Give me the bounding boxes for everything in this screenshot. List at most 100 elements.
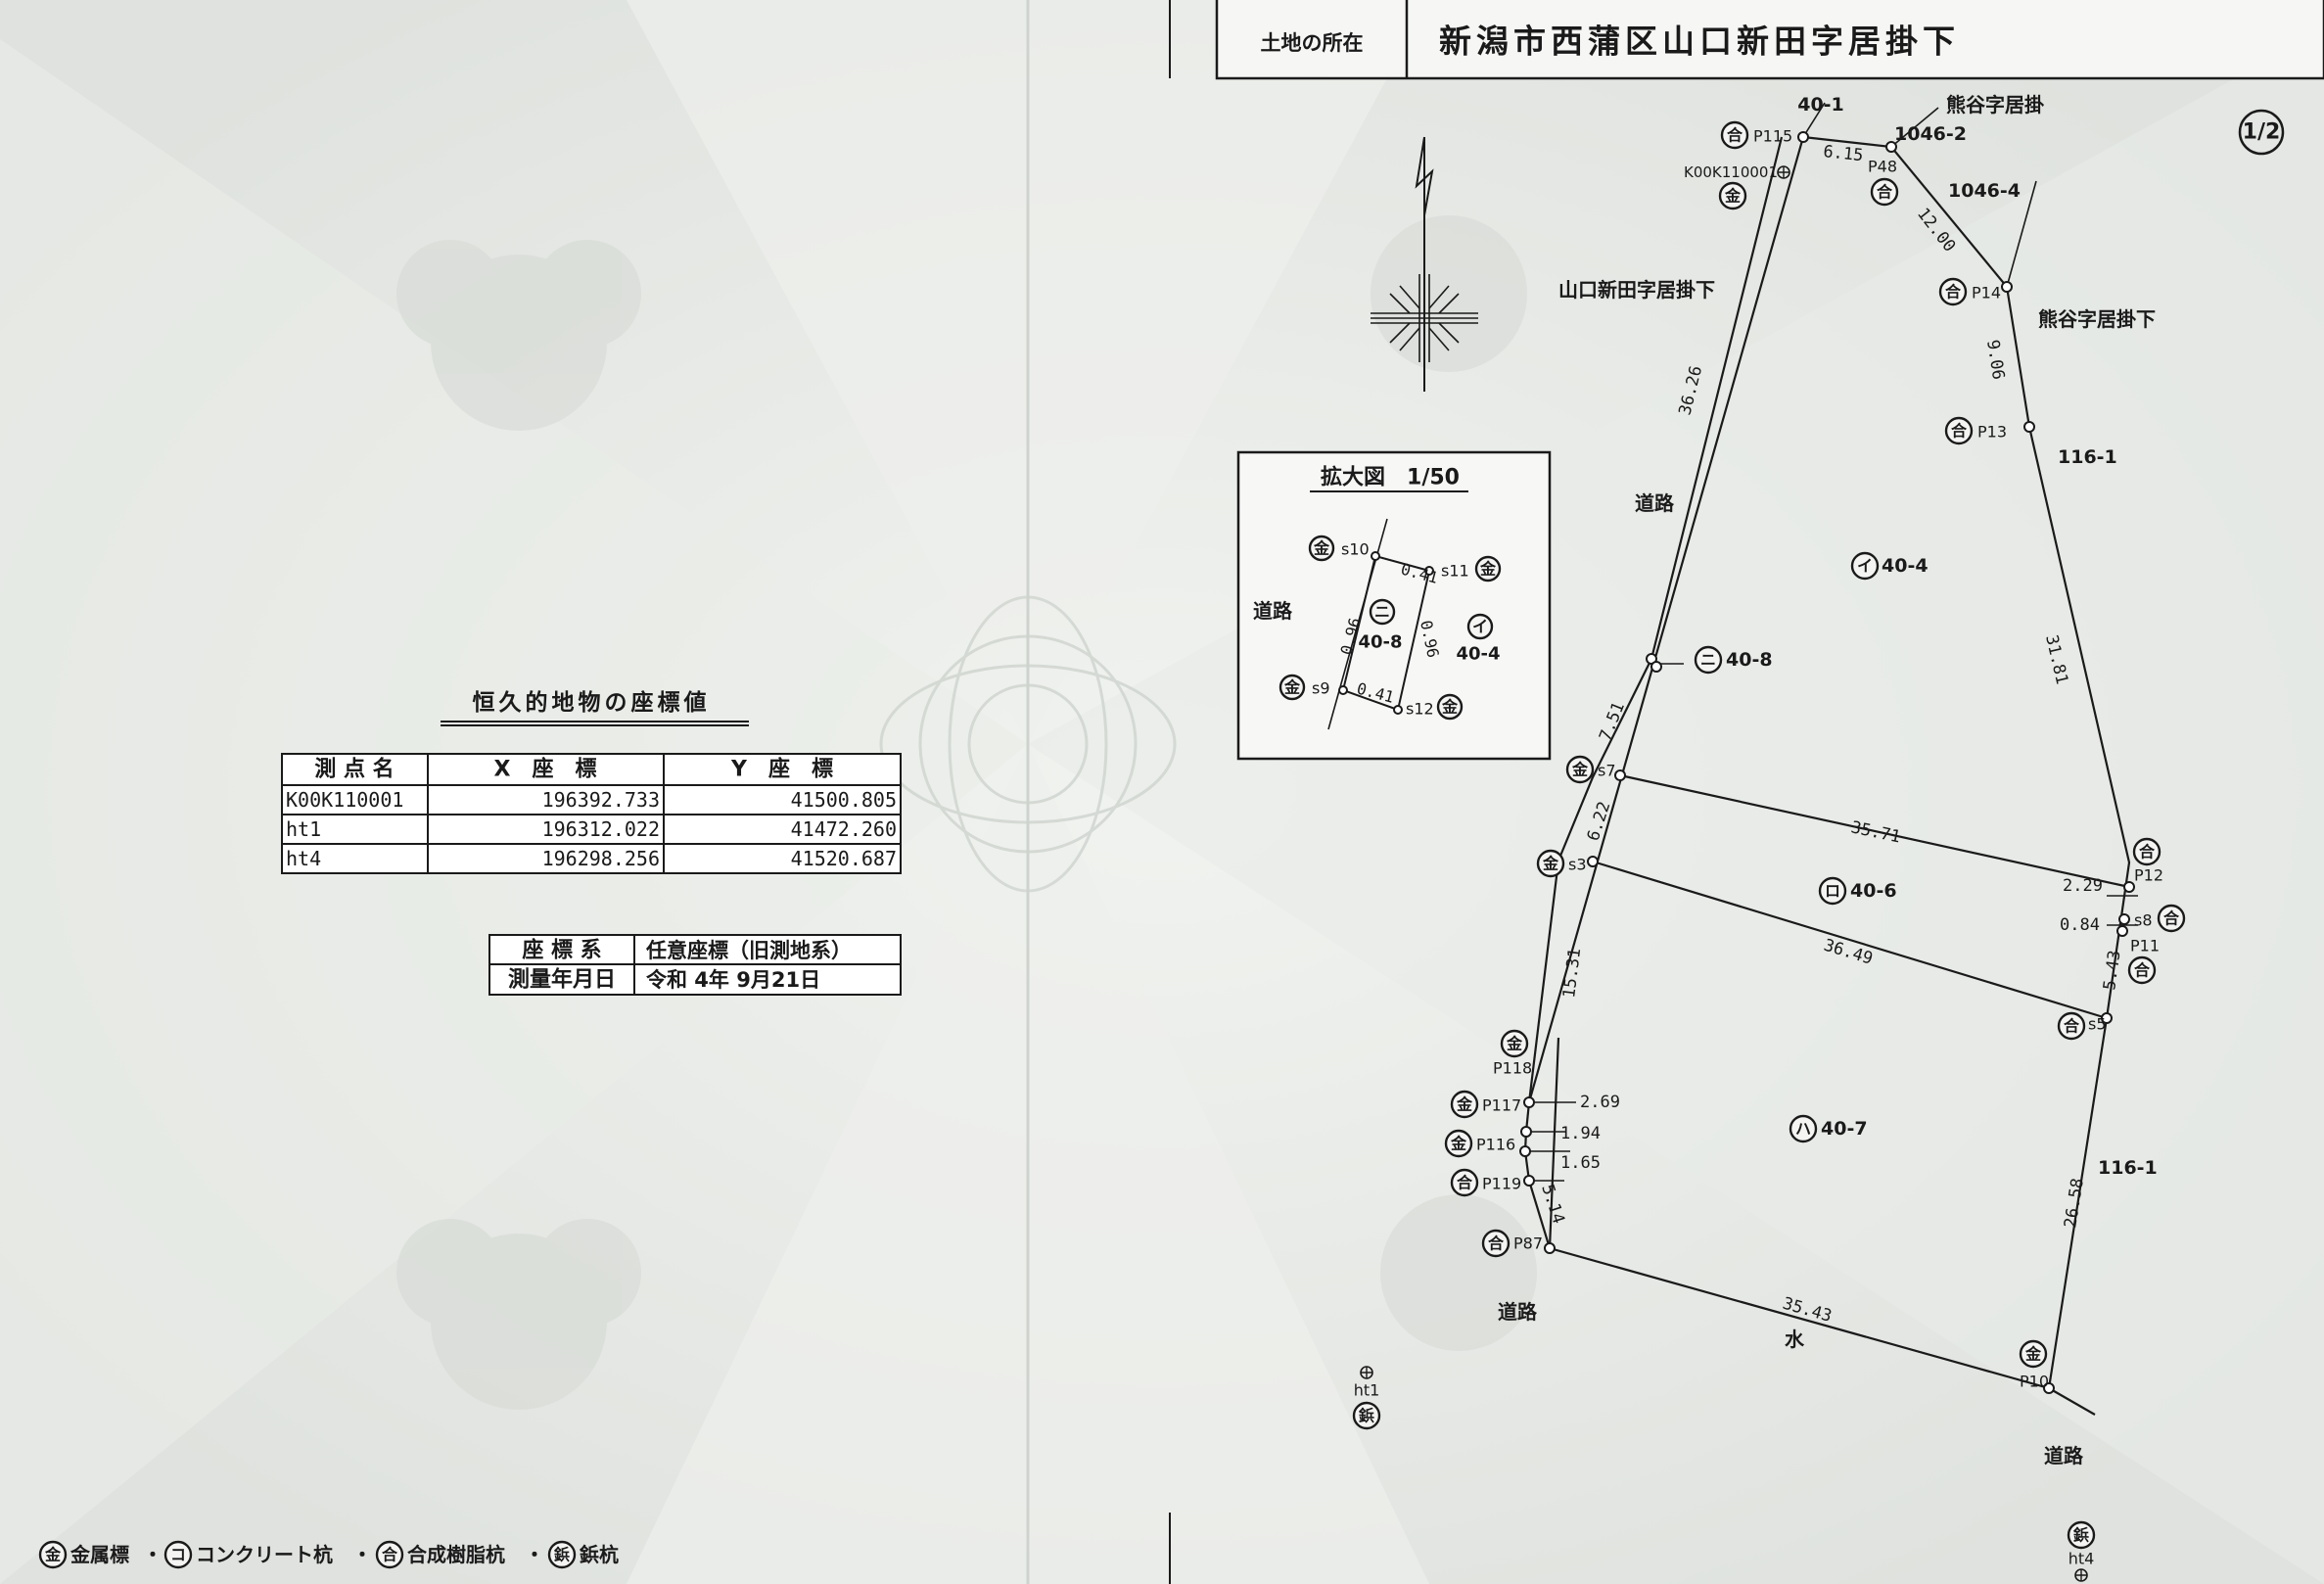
parcel-labels: イ 40-4 ロ 40-6 ハ 40-7 ニ 40-8 (1694, 551, 1929, 1143)
inset-point-s10-marker: 金 (1313, 539, 1330, 558)
point-s8: s8 合 (2118, 904, 2186, 933)
distance-p115-p48: 6.15 (1822, 142, 1864, 165)
table-row: ht1 196312.022 41472.260 (286, 817, 897, 841)
coordinate-system-value: 任意座標（旧測地系） (645, 939, 852, 962)
parcel-40-8: ニ 40-8 (1694, 645, 1773, 675)
point-P10-label: P10 (2020, 1373, 2049, 1391)
point-P14-marker: 合 (1945, 283, 1962, 302)
point-P13: 合 P13 (1944, 416, 2035, 445)
plan-points: 合 P115 P48 合 合 P14 合 P13 合 P12 (1444, 120, 2186, 1394)
point-P117-marker: 金 (1456, 1095, 1473, 1114)
table-cell: 196392.733 (542, 788, 660, 812)
table-row: ht4 196298.256 41520.687 (286, 847, 897, 870)
page-number-text: 1/2 (2243, 120, 2281, 145)
point-s5: 合 s5 (2057, 1011, 2113, 1041)
point-P48: P48 合 (1868, 141, 1899, 207)
point-P48-marker: 合 (1877, 183, 1893, 202)
table-cell: ht1 (286, 817, 321, 841)
label-kumagaya-right: 熊谷字居掛下 (2038, 307, 2156, 331)
column-header-y: Y 座 標 (730, 757, 833, 782)
table-cell: K00K110001 (286, 788, 403, 812)
parcel-40-8-label: 40-8 (1726, 649, 1773, 671)
legend-item-rivet-mark: 鋲 (554, 1546, 570, 1564)
survey-date-label: 測量年月日 (508, 967, 616, 993)
parcel-40-4-mark: イ (1857, 557, 1873, 576)
legend-item-metal-mark: 金 (44, 1546, 62, 1564)
parcel-40-7-mark: ハ (1795, 1120, 1811, 1139)
label-water: 水 (1785, 1328, 1805, 1351)
coordinate-system-label: 座 標 系 (522, 938, 601, 963)
point-P11-marker: 合 (2134, 961, 2151, 980)
legend-item-concrete-mark: コ (170, 1546, 186, 1564)
neighbor-parcel-116-1-lower: 116-1 (2098, 1157, 2158, 1179)
page-number: 1/2 (2238, 109, 2285, 156)
point-P10: 金 P10 (2019, 1339, 2055, 1394)
point-P115: 合 P115 (1720, 120, 1809, 150)
parcel-40-4: イ 40-4 (1850, 551, 1929, 581)
neighbor-parcel-116-1-upper: 116-1 (2058, 446, 2117, 468)
inset-point-s11-label: s11 (1441, 562, 1469, 581)
table-cell: ht4 (286, 847, 321, 870)
point-P118-marker: 金 (1506, 1035, 1523, 1053)
point-P119: 合 P119 (1450, 1168, 1535, 1197)
location-label: 土地の所在 (1261, 31, 1364, 55)
point-P116: 金 P116 (1444, 1129, 1531, 1158)
point-P48-label: P48 (1868, 158, 1897, 176)
svg-text:・: ・ (525, 1543, 544, 1566)
legend-item-metal-label: 金属標 (70, 1543, 129, 1566)
point-P11-label: P11 (2130, 937, 2160, 955)
inset-point-s9: 金 s9 (1278, 674, 1348, 701)
table-cell: 41472.260 (791, 817, 897, 841)
point-s5-marker: 合 (2064, 1017, 2080, 1036)
inset-point-s9-marker: 金 (1283, 678, 1301, 697)
point-s7-marker: 金 (1571, 761, 1589, 779)
location-header: 土地の所在 新潟市西蒲区山口新田字居掛下 (1215, 0, 2324, 80)
inset-point-s11-marker: 金 (1479, 560, 1497, 579)
point-s5-label: s5 (2088, 1015, 2107, 1034)
point-P10-marker: 金 (2024, 1345, 2042, 1364)
location-value: 新潟市西蒲区山口新田字居掛下 (1439, 23, 1960, 61)
label-kumagaya-top: 熊谷字居掛 (1946, 93, 2044, 116)
benchmark-K00K110001-marker: 金 (1724, 187, 1742, 206)
distance-p12-s8: 2.29 (2063, 876, 2103, 896)
inset-point-s11: s11 金 (1424, 555, 1502, 582)
point-s8-label: s8 (2134, 911, 2153, 930)
inset-point-s12: s12 金 (1393, 693, 1464, 721)
north-arrow-icon (1371, 136, 1478, 392)
inset-point-s10: 金 s10 (1308, 535, 1380, 562)
point-P119-label: P119 (1482, 1175, 1521, 1193)
parcel-40-6-label: 40-6 (1850, 880, 1897, 902)
parcel-40-6: ロ 40-6 (1818, 876, 1897, 906)
point-P118-label: P118 (1493, 1059, 1532, 1078)
point-P87-marker: 合 (1488, 1235, 1505, 1253)
label-road-left-lower: 道路 (1498, 1300, 1538, 1324)
legend-item-metal: 金 金属標 (38, 1540, 129, 1569)
point-P11: P11 合 (2116, 925, 2160, 985)
neighbor-parcel-40-1: 40-1 (1797, 94, 1844, 116)
legend-item-concrete-label: コンクリート杭 (196, 1543, 333, 1566)
benchmark-ht4-label: ht4 (2068, 1550, 2095, 1568)
inset-parcel-label: 40-8 (1358, 632, 1402, 653)
benchmarks: K00K110001 金 ht1 鋲 鋲 ht4 (1352, 163, 2096, 1582)
distance-p117-p116: 1.94 (1560, 1124, 1601, 1143)
survey-date-value: 令和 4年 9月21日 (646, 968, 820, 992)
point-P118: 金 P118 (1493, 1029, 1535, 1108)
coordinate-table: 恒久的地物の座標値 測 点 名 X 座 標 Y 座 標 K00K110001 1… (281, 689, 902, 874)
label-road-bottom: 道路 (2044, 1444, 2084, 1468)
distance-p118-p117: 2.69 (1580, 1093, 1620, 1112)
parcel-40-4-label: 40-4 (1882, 555, 1929, 577)
inset-point-s12-marker: 金 (1441, 698, 1459, 717)
point-P115-marker: 合 (1727, 126, 1743, 145)
table-row: K00K110001 196392.733 41500.805 (286, 788, 897, 812)
inset-point-s12-label: s12 (1406, 700, 1434, 719)
column-header-point: 測 点 名 (314, 757, 394, 782)
parcel-40-7: ハ 40-7 (1789, 1114, 1868, 1143)
point-s3-label: s3 (1568, 856, 1587, 874)
table-cell: 41520.687 (791, 847, 897, 870)
label-yamaguchi: 山口新田字居掛下 (1558, 278, 1715, 302)
neighbor-parcel-1046-2: 1046-2 (1894, 123, 1967, 145)
parcel-40-7-label: 40-7 (1821, 1118, 1868, 1140)
benchmark-ht1-marker: 鋲 (1359, 1407, 1374, 1425)
point-P14: 合 P14 (1938, 277, 2013, 306)
parcel-40-6-mark: ロ (1825, 882, 1840, 901)
